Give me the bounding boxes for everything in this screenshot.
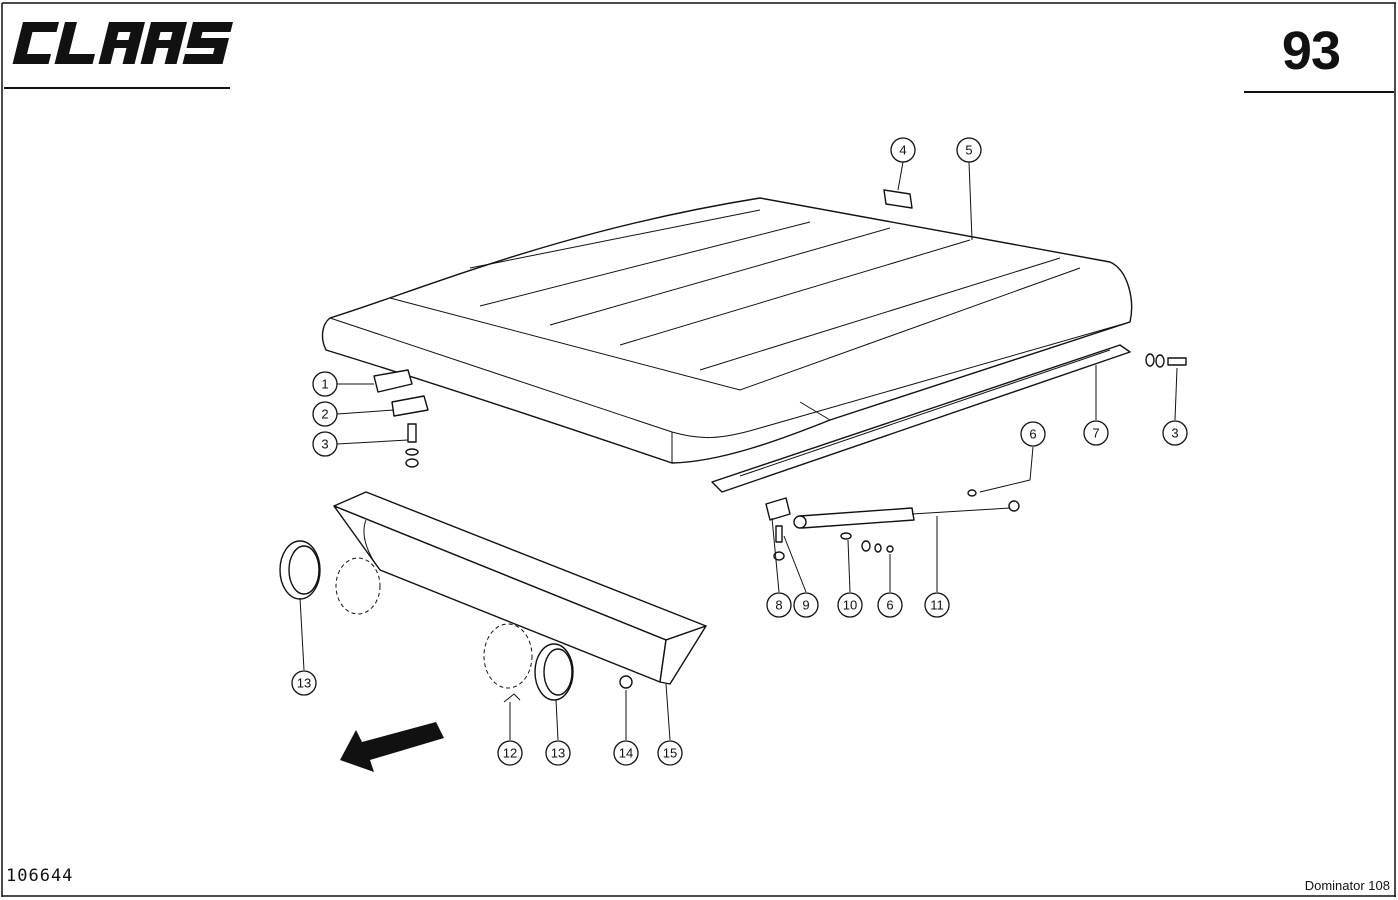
callout-4: 4: [890, 137, 916, 163]
document-id: 106644: [6, 866, 74, 886]
svg-text:13: 13: [551, 746, 565, 761]
bracket-2: [391, 395, 429, 417]
callout-15: 15: [657, 740, 683, 766]
svg-text:15: 15: [663, 746, 677, 761]
page-number-underline: [1244, 91, 1394, 93]
svg-text:7: 7: [1092, 426, 1099, 441]
svg-text:13: 13: [297, 676, 311, 691]
callout-5: 5: [956, 137, 982, 163]
leader-lines: [299, 161, 1178, 741]
svg-text:2: 2: [321, 407, 328, 422]
svg-text:6: 6: [1029, 427, 1036, 442]
callout-6-upper: 6: [1020, 421, 1046, 447]
bolt-3-left: [405, 423, 419, 468]
work-lamp-left: [279, 540, 381, 615]
svg-text:4: 4: [899, 143, 906, 158]
page-number: 93: [1281, 21, 1341, 81]
model-name: Dominator 108: [1304, 878, 1390, 893]
callout-11: 11: [924, 592, 950, 618]
svg-text:10: 10: [843, 598, 857, 613]
callout-6-lower: 6: [877, 592, 903, 618]
bolt-3-right: [1145, 353, 1187, 368]
svg-text:6: 6: [886, 598, 893, 613]
bracket-1: [373, 369, 413, 393]
callout-1: 1: [312, 371, 338, 397]
callout-7: 7: [1083, 420, 1109, 446]
callout-9: 9: [793, 592, 819, 618]
washer-nut-set: [840, 489, 977, 553]
svg-text:1: 1: [321, 377, 328, 392]
work-lamp-right: [483, 623, 633, 703]
callout-13-left: 13: [291, 670, 317, 696]
callout-2: 2: [312, 401, 338, 427]
svg-text:5: 5: [965, 143, 972, 158]
svg-text:11: 11: [930, 598, 944, 613]
callout-3-right: 3: [1162, 420, 1188, 446]
gas-strut: [793, 500, 1020, 529]
svg-text:12: 12: [503, 746, 517, 761]
side-rail: [711, 344, 1131, 493]
svg-text:3: 3: [321, 437, 328, 452]
callout-12: 12: [497, 740, 523, 766]
light-bar: [333, 491, 707, 685]
callout-3-left: 3: [312, 431, 338, 457]
callout-13-right: 13: [545, 740, 571, 766]
bolt-9: [773, 525, 785, 561]
logo-underline: [4, 87, 230, 89]
callout-10: 10: [837, 592, 863, 618]
cab-roof: [321, 197, 1133, 464]
strut-bracket: [765, 497, 791, 521]
svg-text:3: 3: [1171, 426, 1178, 441]
callout-14: 14: [613, 740, 639, 766]
svg-text:14: 14: [619, 746, 633, 761]
claas-logo: [12, 22, 234, 64]
svg-text:8: 8: [775, 598, 782, 613]
svg-text:9: 9: [802, 598, 809, 613]
direction-arrow: [340, 722, 444, 772]
callout-8: 8: [766, 592, 792, 618]
bracket-4: [883, 189, 913, 209]
